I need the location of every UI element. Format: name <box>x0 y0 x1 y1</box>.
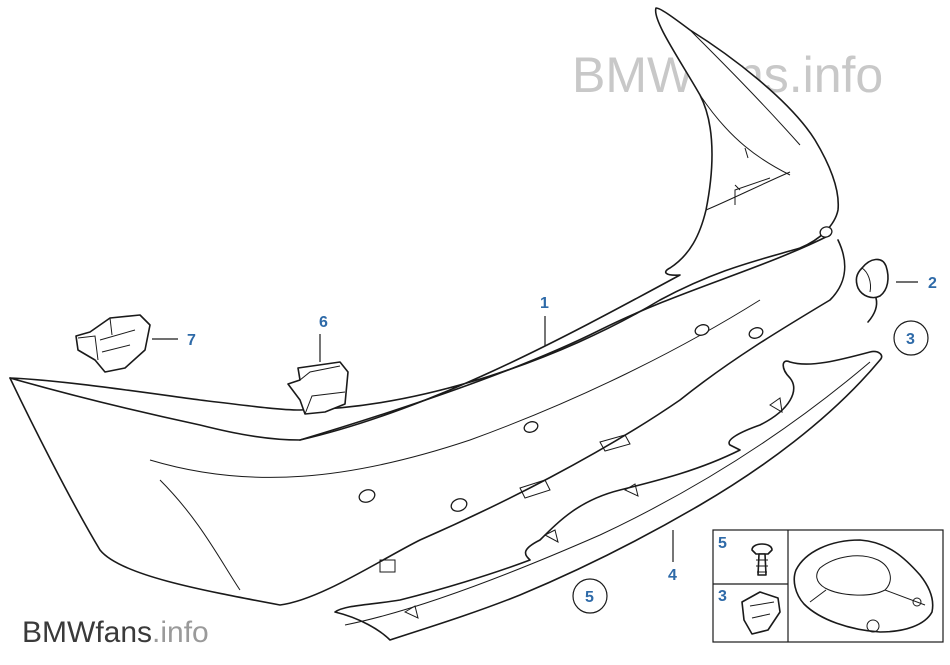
inset-label-5: 5 <box>718 535 727 552</box>
callout-5: 5 <box>585 589 594 606</box>
tow-hook-cover <box>855 258 889 323</box>
callout-4: 4 <box>668 567 677 584</box>
watermark-bottom-brand: BMWfans <box>22 616 152 649</box>
bracket-clip-icon <box>741 591 781 635</box>
callout-3-circle <box>893 320 929 356</box>
watermark-bottom-suffix: .info <box>152 616 209 649</box>
inset-label-3: 3 <box>718 588 727 605</box>
leader-lines <box>152 281 918 562</box>
bumper-cover <box>9 7 846 606</box>
mount-bracket-part-7 <box>75 314 151 373</box>
clip-fastener-icon <box>751 543 773 576</box>
lower-trim-panel <box>334 350 883 641</box>
car-silhouette-icon <box>793 539 934 633</box>
callout-2: 2 <box>928 275 937 292</box>
callout-1: 1 <box>540 295 549 312</box>
callout-7: 7 <box>187 332 196 349</box>
callout-3: 3 <box>906 331 915 348</box>
callout-6: 6 <box>319 314 328 331</box>
callout-5-circle <box>572 578 608 614</box>
bracket-part-6 <box>287 361 349 415</box>
watermark-bottom: BMWfans.info <box>22 616 209 649</box>
inset-box: 5 3 <box>712 529 944 643</box>
